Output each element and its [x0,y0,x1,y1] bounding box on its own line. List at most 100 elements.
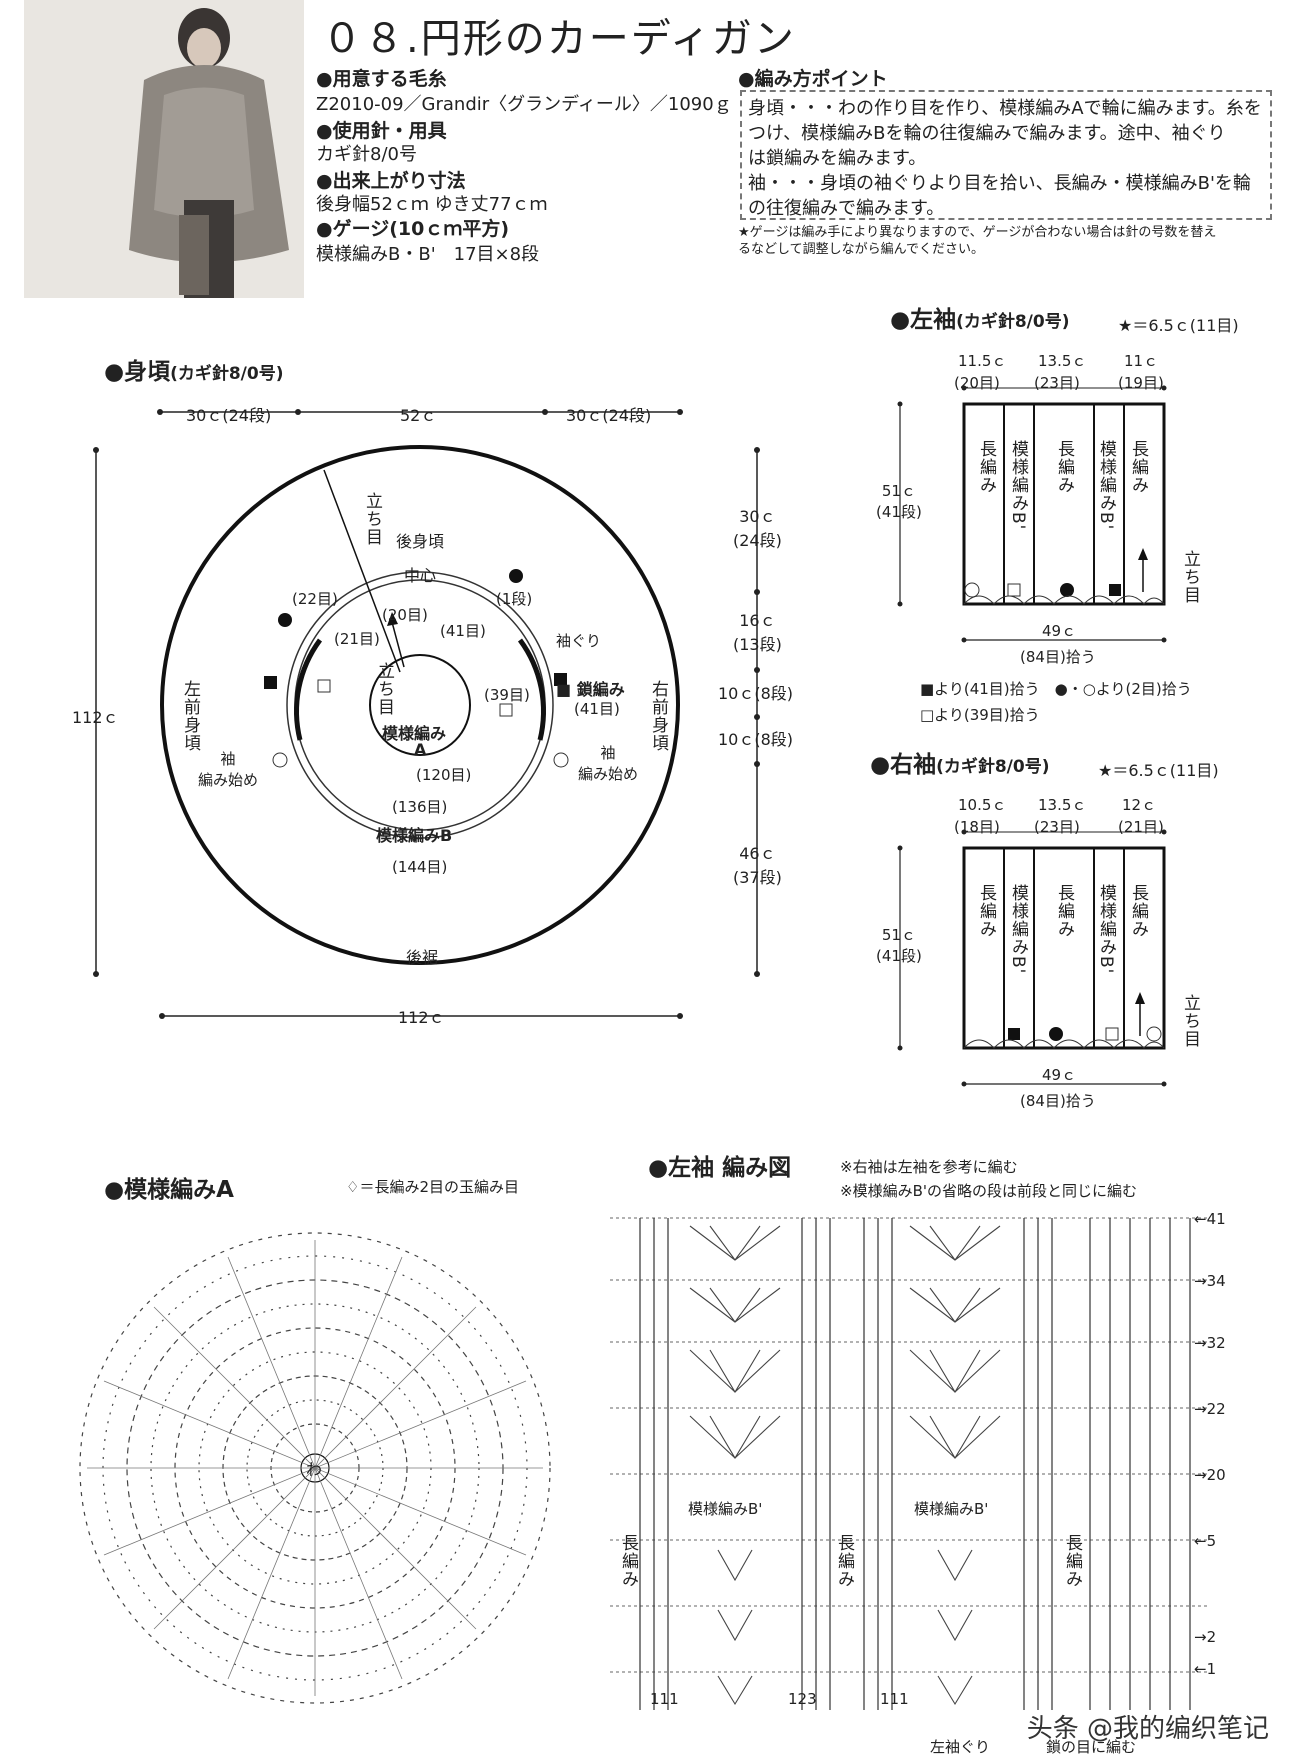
rs-top-st: (18目) [954,818,1000,836]
left-front-label: 左前身頃 [180,680,200,752]
body-diagram [93,409,760,1019]
rs-top-st: (21目) [1118,818,1164,836]
body-right-dim: 10ｃ(8段) [718,684,794,703]
chart-pattern-label: 模様編みB' [688,1500,763,1518]
size-value: 後身幅52ｃｍ ゆき丈77ｃｍ [316,194,548,215]
sleeve-start-right: 袖 編み始め [578,744,639,783]
right-sleeve-diagram [897,829,1167,1087]
st144-label: (144目) [392,858,448,876]
rs-start: 立ち目 [1180,994,1200,1048]
hem-label: 後裾 [406,948,439,967]
sleeve-stitch-chart [610,1217,1210,1710]
gauge-heading: ●ゲージ(10ｃｍ平方) [316,218,510,240]
body-right-dim: 16ｃ (13段) [733,611,782,654]
right-front-label: 右前身頃 [648,680,668,752]
body-bottom-dim: 112ｃ [398,1008,445,1027]
st41-label: (41目) [440,622,486,640]
st39-label: (39目) [484,686,530,704]
puff-stitch-icon: ♢ [346,1178,360,1196]
row-marker: ←1 [1194,1660,1217,1678]
chart-pattern-label: 模様編みB' [914,1500,989,1518]
rs-top-st: (23目) [1034,818,1080,836]
body-top-dim: 30ｃ(24段) [566,406,652,425]
rs-top-dim: 13.5ｃ [1038,796,1087,814]
rs-col: 長編み [1054,884,1074,938]
right-sleeve-heading: ●右袖(カギ針8/0号) [870,745,1049,779]
needle-value: カギ針8/0号 [316,144,417,165]
pattern-a-label: 模様編み [382,724,447,743]
row-marker: →34 [1194,1272,1226,1290]
ls-pickup: (84目)拾う [1020,648,1096,666]
row-marker: →2 [1194,1628,1217,1646]
yarn-value: Z2010-09／Grandir〈グランディール〉／1090ｇ [316,94,732,115]
tips-line: は鎖編みを編みます。 [748,148,927,169]
rs-width: 49ｃ [1042,1066,1077,1084]
ls-col: 模様編みB' [1096,440,1116,531]
row-marker: ←41 [1194,1210,1226,1228]
gauge-note-line: ★ゲージは編み手により異なりますので、ゲージが合わない場合は針の号数を替え [738,225,1217,240]
chart-bottom-num: 111 [880,1690,909,1708]
tips-line: 身頃・・・わの作り目を作り、模様編みAで輪に編みます。糸を [748,98,1262,119]
rs-height: 51ｃ (41段) [876,926,922,965]
body-heading: ●身頃(カギ針8/0号) [104,352,283,386]
pattern-a-heading: ●模様編みA [104,1177,234,1203]
back-body-label: 後身頃 [396,532,445,551]
chart-dc-label: 長編み [618,1534,638,1588]
rs-col: 模様編みB' [1008,884,1028,975]
start-label: 立ち目 [362,492,382,546]
row-marker: ←5 [1194,1532,1217,1550]
ls-top-st: (19目) [1118,374,1164,392]
body-heading-sub: (カギ針8/0号) [170,364,284,384]
pattern-a-legend-text: ＝長編み2目の玉編み目 [359,1178,519,1196]
sleeve-chart-note: ※模様編みB'の省略の段は前段と同じに編む [840,1182,1137,1200]
ls-top-dim: 11.5ｃ [958,352,1007,370]
chart-bottom-note: 鎖の目に編む [1046,1738,1137,1756]
page-title: ０８.円形のカーディガン [322,16,796,62]
pattern-b-label: 模様編みB [376,826,453,845]
st136-label: (136目) [392,798,448,816]
tips-line: 袖・・・身頃の袖ぐりより目を拾い、長編み・模様編みB'を輪 [748,173,1251,194]
chain41-label: (41目) [574,700,620,718]
center-label: 中心 [404,566,437,585]
chart-bottom-note: 左袖ぐり [930,1738,991,1756]
model-photo [24,0,304,298]
ls-top-dim: 11ｃ [1124,352,1159,370]
ls-col: 模様編みB' [1008,440,1028,531]
left-sleeve-star: ★＝6.5ｃ(11目) [1118,316,1239,335]
ls-top-st: (23目) [1034,374,1080,392]
chain-label: ■ 鎖編み [556,680,625,699]
tips-box: 身頃・・・わの作り目を作り、模様編みAで輪に編みます。糸を つけ、模様編みBを輪… [740,90,1272,220]
right-sleeve-heading-text: ●右袖 [870,752,937,778]
right-sleeve-star: ★＝6.5ｃ(11目) [1098,761,1219,780]
needle-heading: ●使用針・用具 [316,120,447,142]
rs-col: 長編み [1128,884,1148,938]
rs-top-dim: 10.5ｃ [958,796,1007,814]
start-label-inner: 立ち目 [374,662,394,716]
left-sleeve-heading-text: ●左袖 [890,307,957,333]
tips-line: つけ、模様編みBを輪の往復編みで編みます。途中、袖ぐり [748,123,1226,144]
pattern-a-letter: A [414,740,427,759]
left-sleeve-diagram [897,385,1167,643]
ls-top-dim: 13.5ｃ [1038,352,1087,370]
st22-label: (22目) [292,590,338,608]
ls-col: 長編み [1128,440,1148,494]
watermark: 头条 @我的编织笔记 [1026,1714,1269,1744]
body-right-dim: 30ｃ (24段) [733,507,782,550]
st1r-label: (1段) [496,590,533,608]
sleeve-start-left: 袖 編み始め [198,750,259,789]
st120-label: (120目) [416,766,472,784]
chart-dc-label: 長編み [1062,1534,1082,1588]
gauge-note: ★ゲージは編み手により異なりますので、ゲージが合わない場合は針の号数を替え るな… [738,224,1216,258]
ls-start: 立ち目 [1180,550,1200,604]
body-top-dim: 52ｃ [400,406,437,425]
left-sleeve-heading: ●左袖(カギ針8/0号) [890,300,1069,334]
body-heading-text: ●身頃 [104,359,171,385]
armhole-label: 袖ぐり [556,632,602,650]
ls-legend: ■より(41目)拾う ●・○より(2目)拾う [920,680,1192,698]
chart-dc-label: 長編み [834,1534,854,1588]
row-marker: →22 [1194,1400,1226,1418]
pattern-a-legend: ♢＝長編み2目の玉編み目 [346,1176,519,1197]
row-marker: →20 [1194,1466,1226,1484]
ls-top-st: (20目) [954,374,1000,392]
pattern-a-center: わ [306,1460,323,1479]
